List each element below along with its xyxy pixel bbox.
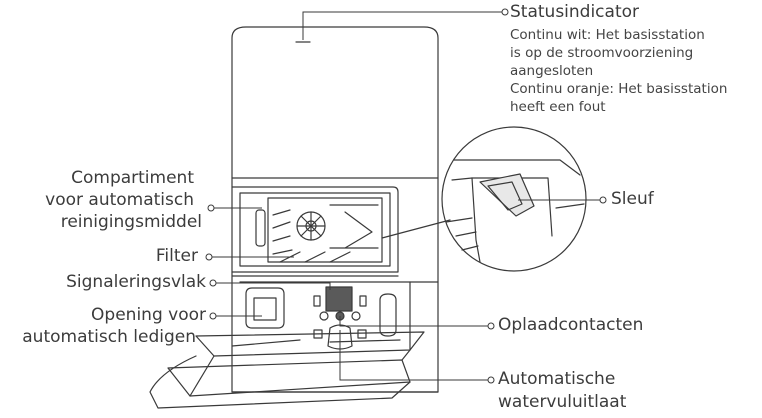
status-indicator-desc-1: Continu wit: Het basisstation <box>510 27 705 43</box>
label-charging-contacts: Oplaadcontacten <box>498 315 644 335</box>
status-indicator-desc-5: heeft een fout <box>510 99 606 115</box>
label-compartment-line-2: voor automatisch <box>45 190 194 210</box>
tower-body <box>231 26 439 393</box>
ramp-base <box>167 359 411 397</box>
label-filter: Filter <box>155 246 198 266</box>
label-signal-area: Signaleringsvlak <box>66 272 206 292</box>
status-indicator-desc-3: aangesloten <box>510 63 594 79</box>
label-drain-opening-line-1: Opening voor <box>91 305 206 325</box>
label-slot: Sleuf <box>611 189 654 209</box>
status-indicator-desc-4: Continu oranje: Het basisstation <box>510 81 728 97</box>
status-indicator-desc-2: is op de stroomvoorziening <box>510 45 694 61</box>
label-water-outlet-line-1: Automatische <box>498 369 616 389</box>
label-status-indicator: Statusindicator <box>510 2 640 22</box>
label-compartment-line-3: reinigingsmiddel <box>60 212 202 232</box>
label-compartment-line-1: Compartiment <box>71 168 194 188</box>
label-water-outlet-line-2: watervuluitlaat <box>498 392 627 412</box>
callout-lines <box>205 8 607 384</box>
compartment <box>231 186 399 273</box>
label-drain-opening-line-2: automatisch ledigen <box>22 327 196 347</box>
